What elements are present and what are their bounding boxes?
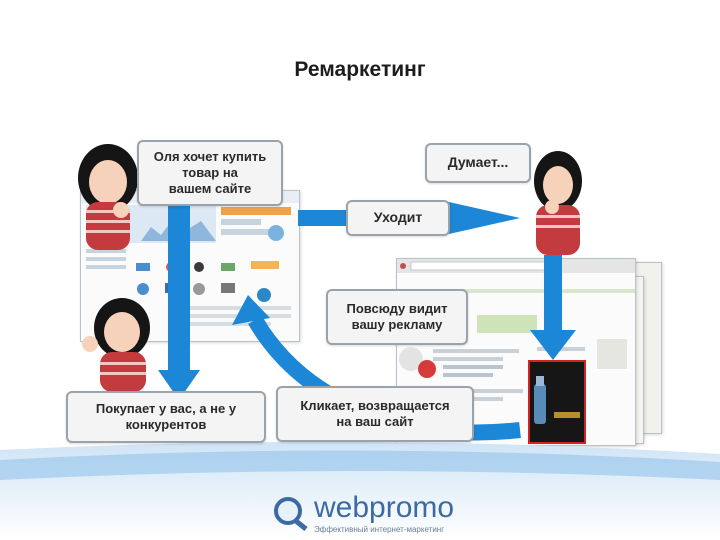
logo-tagline: Эффективный интернет-маркетинг [314,525,445,534]
girl-buys [82,298,150,392]
ad-banner [528,360,586,444]
step-buys-text: Покупает у вас, а не у конкурентов [95,400,237,432]
step-sees-ads-text: Повсюду видит вашу рекламу [346,300,448,332]
page-title: Ремаркетинг [294,58,426,81]
step-leaves: Уходит [346,200,450,236]
step-clicks-returns-text: Кликает, возвращается на ваш сайт [300,397,450,429]
footer-wave [0,441,720,540]
magnifier-logo-icon [274,497,308,531]
step-clicks-returns: Кликает, возвращается на ваш сайт [276,386,474,442]
girl-thinks [534,151,582,255]
step-buys: Покупает у вас, а не у конкурентов [66,391,266,443]
webpromo-logo: webpromo Эффективный интернет-маркетинг [270,491,454,536]
step-thinks: Думает... [425,143,531,183]
step-sees-ads: Повсюду видит вашу рекламу [326,289,468,345]
logo-name: webpromo [314,491,455,524]
girl-wants-to-buy [78,144,138,250]
step-wants-to-buy: Оля хочет купить товар на вашем сайте [137,140,283,206]
razor-ad-image [534,376,580,424]
step-thinks-text: Думает... [447,154,509,171]
step-leaves-text: Уходит [373,209,423,226]
step-wants-to-buy-text: Оля хочет купить товар на вашем сайте [153,148,267,197]
